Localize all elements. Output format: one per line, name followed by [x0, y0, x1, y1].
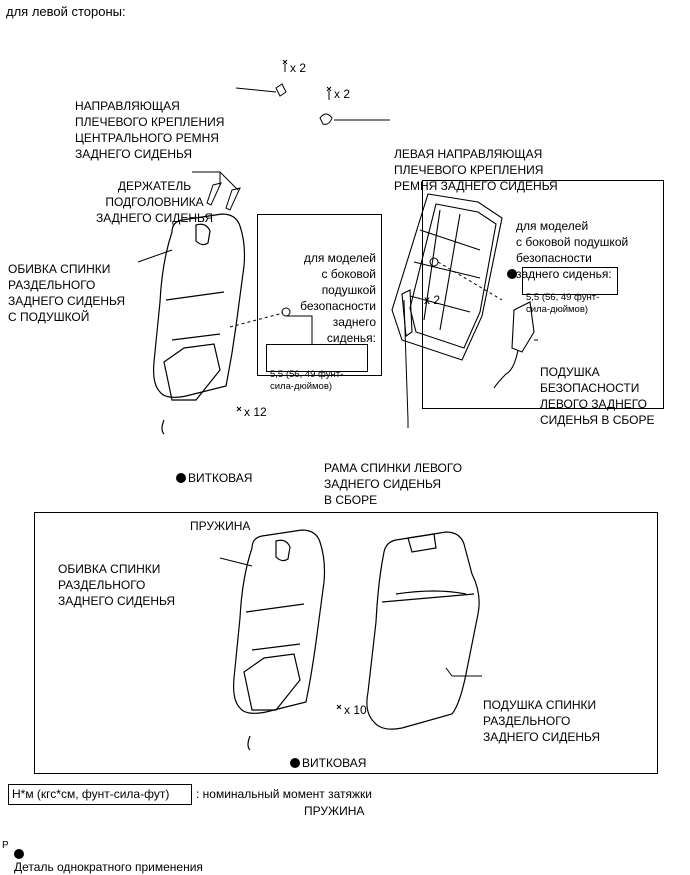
bottom-panel: [34, 512, 658, 774]
airbag-model-note-right: [422, 180, 664, 409]
center-guide-part: [275, 59, 288, 97]
legend-single-use: Деталь однократного применения: [14, 817, 203, 875]
legend-unit: Н*м (кгс*см, фунт-сила-фут): [12, 787, 170, 801]
left-guide-part: [319, 86, 333, 125]
torque-spec-right: [522, 267, 618, 295]
seatback-cover-upper: [153, 213, 246, 435]
torque-spec-mid: [266, 344, 368, 372]
single-use-marker-right: [507, 269, 519, 279]
legend-unit-box: [8, 784, 192, 805]
qty-coil-spring-bottom: x 10: [344, 703, 367, 717]
side-airbag-part: [493, 301, 535, 389]
legend-unit-description: : номинальный момент затяжки: [196, 787, 372, 801]
section-title: для левой стороны:: [6, 4, 126, 19]
torque-value-right: 5,5 (56, 49 фунт-сила-дюймов): [526, 292, 600, 315]
airbag-model-note-mid: [257, 214, 382, 376]
seatback-cover-lower: [233, 529, 326, 751]
qty-left-guide-screw: x 2: [334, 87, 351, 101]
corner-mark: P: [2, 840, 9, 851]
qty-center-guide-screw: x 2: [290, 61, 307, 75]
seatback-pad: [366, 531, 480, 730]
qty-nut-right: x 2: [424, 293, 441, 307]
torque-value-mid: 5,5 (56, 49 фунт-сила-дюймов): [270, 369, 344, 392]
seat-frame-assembly: [391, 193, 503, 361]
label-coil-spring-bottom: ВИТКОВАЯ ПРУЖИНА: [290, 723, 366, 835]
label-coil-spring-top: ВИТКОВАЯ ПРУЖИНА: [176, 438, 252, 550]
exploded-view-drawing: [137, 59, 538, 751]
qty-coil-spring-top: x 12: [244, 405, 267, 419]
